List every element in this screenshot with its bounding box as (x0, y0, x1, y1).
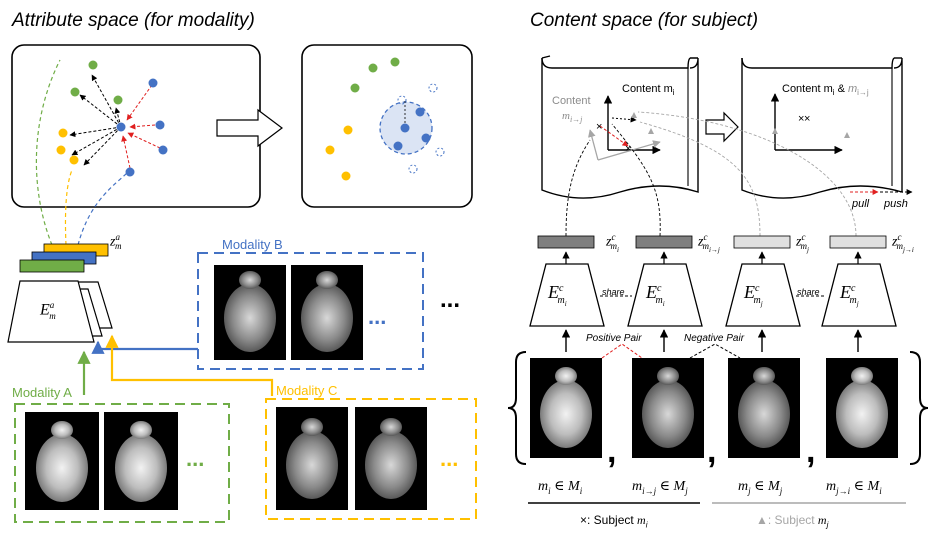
share-label-1: share (602, 287, 625, 297)
content-encoder-label-2: Ecmi (646, 282, 665, 308)
modality-a-images (25, 412, 178, 510)
attribute-latent-label: zam (110, 232, 122, 252)
content-latent-bar-mji (829, 235, 887, 249)
svg-text:×: × (804, 113, 810, 125)
set-label-2: mi→j ∈ Mj (632, 479, 688, 496)
content-encoder-4 (821, 263, 897, 327)
set-label-3: mj ∈ Mj (738, 479, 783, 496)
attribute-space-result-panel (301, 44, 473, 208)
content-latent-label-1: zcmi (606, 232, 619, 255)
modality-a-ellipsis: ... (186, 446, 205, 471)
attribute-cluster-before (56, 60, 168, 177)
modality-b-box (197, 252, 424, 370)
legend-subject-i: ×: Subject mi (580, 513, 648, 530)
subject-images (530, 358, 898, 458)
attribute-encoder-stack (7, 280, 113, 343)
modality-b-label: Modality B (222, 237, 283, 252)
comma-3: , (806, 432, 816, 470)
content-latent-bar-mj (733, 235, 791, 249)
attribute-space-title: Attribute space (for modality) (12, 10, 255, 31)
share-label-2: share (797, 287, 820, 297)
content-encoder-3 (725, 263, 801, 327)
content-encoder-2 (627, 263, 703, 327)
content-axes-right: × × (770, 93, 850, 155)
set-label-1: mi ∈ Mi (538, 479, 583, 496)
content-mi-label: Content mi (622, 83, 675, 98)
modality-a-label: Modality A (12, 385, 72, 400)
content-space-panel-left (541, 55, 699, 199)
transition-arrow (216, 108, 283, 148)
more-modalities-ellipsis: ... (440, 286, 461, 313)
comma-2: , (707, 432, 717, 470)
modality-b-ellipsis: ... (368, 304, 387, 329)
modality-c-box (265, 398, 477, 520)
modality-c-images (276, 407, 427, 510)
content-encoder-1 (529, 263, 605, 327)
content-encoder-label-1: Ecmi (548, 282, 567, 308)
set-label-4: mj→i ∈ Mi (826, 479, 882, 496)
content-space-title: Content space (for subject) (530, 10, 759, 31)
svg-text:×: × (625, 143, 631, 155)
content-latent-label-3: zcmj (796, 232, 809, 255)
content-mij-sub-label: mi→j (562, 110, 583, 125)
legend-subject-j: ▲: Subject mj (756, 513, 829, 530)
content-encoder-label-4: Ecmj (840, 282, 859, 308)
content-latent-bar-mij (635, 235, 693, 249)
comma-1: , (607, 432, 617, 470)
attribute-cluster-after (325, 57, 445, 181)
negative-pair-label: Negative Pair (684, 333, 745, 344)
content-latent-bar-mi (537, 235, 595, 249)
modality-a-box (14, 403, 230, 523)
pull-label: pull (852, 198, 870, 210)
content-mij-label: Content (552, 95, 591, 107)
modality-c-ellipsis: ... (440, 446, 459, 471)
svg-text:×: × (798, 113, 804, 125)
attribute-encoder-label: Eam (40, 300, 56, 321)
positive-pair-label: Positive Pair (586, 333, 642, 344)
modality-b-images (214, 265, 363, 360)
modality-c-label: Modality C (276, 383, 338, 398)
content-axes-left: × × (588, 95, 661, 161)
attribute-latent-stack (19, 243, 109, 273)
push-label: push (884, 198, 908, 210)
content-space-panel-right (741, 57, 903, 199)
content-both-label: Content mi & mi→j (782, 83, 869, 98)
svg-text:×: × (596, 121, 602, 133)
content-encoder-label-3: Ecmj (744, 282, 763, 308)
content-latent-label-4: zcmj→i (892, 232, 914, 255)
content-latent-label-2: zcmi→j (698, 232, 720, 255)
